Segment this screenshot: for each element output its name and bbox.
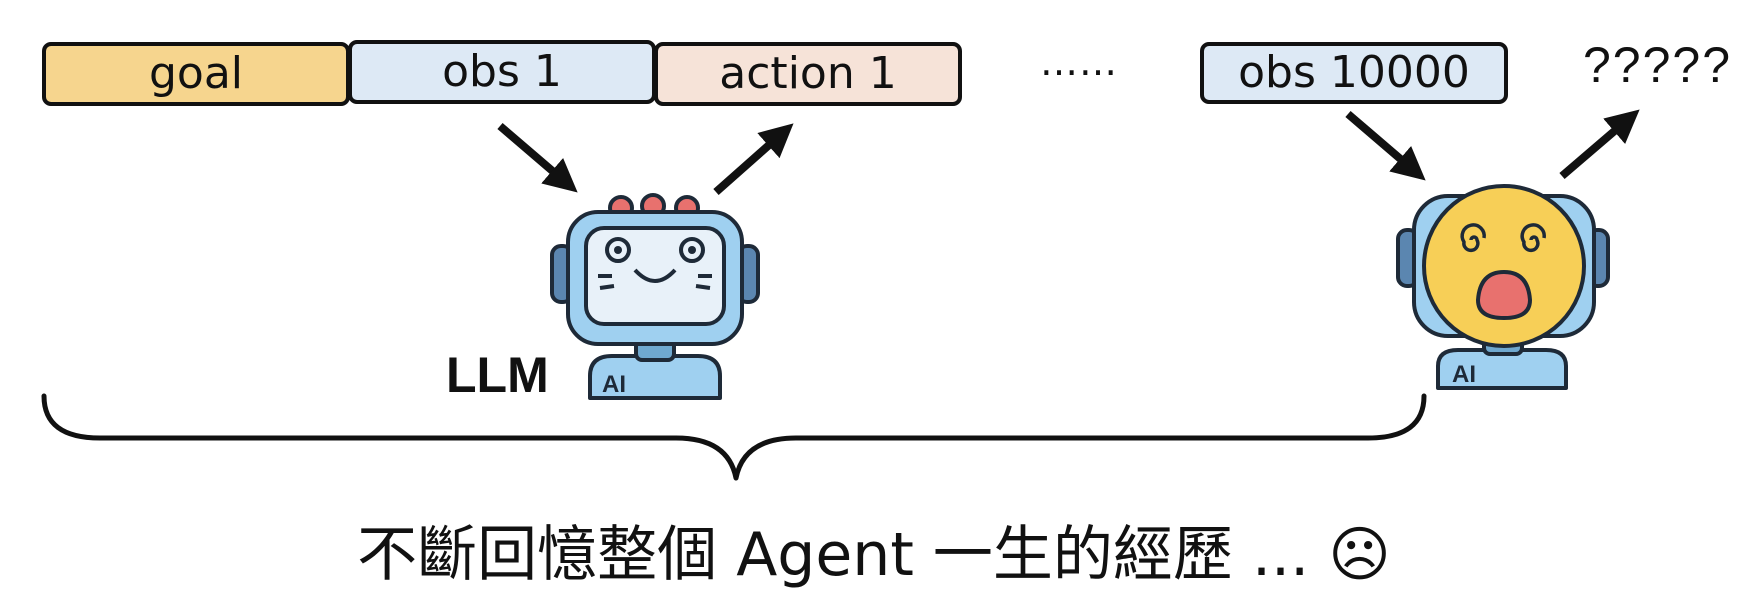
goal-token: goal	[42, 42, 350, 106]
dizzy-robot-icon: AI	[1396, 184, 1610, 390]
llm-label: LLM	[446, 347, 549, 403]
action-1-token: action 1	[654, 42, 962, 106]
caption: 不斷回憶整個 Agent 一生的經歷 ... ☹	[357, 520, 1391, 590]
arrow-agent-to-unknown	[1559, 109, 1640, 180]
happy-robot-icon: AI	[550, 193, 760, 400]
action-1-token-label: action 1	[719, 48, 897, 99]
sequence-ellipsis: ……	[1040, 40, 1118, 84]
goal-token-label: goal	[148, 48, 244, 99]
arrow-obsN-to-agent	[1345, 110, 1426, 181]
arrow-obs1-to-llm	[497, 122, 578, 193]
obs-10000-token-label: obs 10000	[1238, 47, 1470, 98]
brace	[41, 393, 1427, 481]
svg-text:AI: AI	[1452, 361, 1476, 388]
arrow-llm-to-action1	[713, 123, 794, 195]
svg-text:AI: AI	[602, 371, 626, 398]
obs-1-token-label: obs 1	[442, 46, 562, 97]
obs-10000-token: obs 10000	[1200, 42, 1508, 104]
unknown-output-label: ?????	[1583, 37, 1733, 93]
obs-1-token: obs 1	[348, 40, 656, 104]
